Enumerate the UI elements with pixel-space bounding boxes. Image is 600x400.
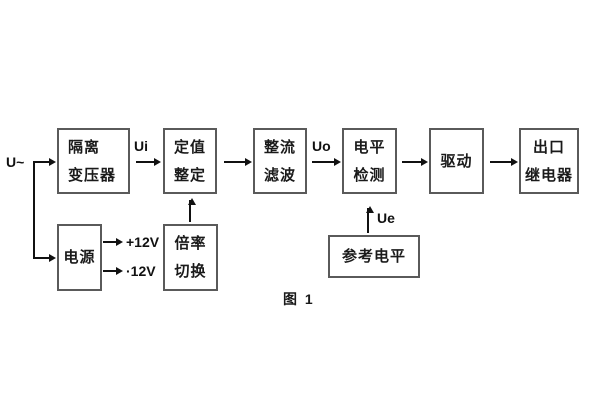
- arrow-reference-to-level: [366, 206, 374, 233]
- arrow-input-to-isolation: [33, 158, 56, 166]
- block-label: 定值: [173, 138, 206, 156]
- block-label: 电源: [63, 249, 96, 266]
- block-label: 检测: [353, 166, 386, 184]
- block-level-detection: 电平 检测: [342, 128, 397, 194]
- block-value-setting: 定值 整定: [163, 128, 217, 194]
- block-power-supply: 电源: [57, 224, 102, 291]
- block-ratio-switch: 倍率 切换: [163, 224, 218, 291]
- arrow-rectifier-to-level: [312, 158, 341, 166]
- uo-label: Uo: [312, 138, 331, 154]
- block-label: 整定: [173, 166, 206, 184]
- block-label: 出口: [532, 138, 565, 156]
- arrow-drive-to-relay: [490, 158, 518, 166]
- block-label: 倍率: [174, 235, 207, 252]
- block-label: 整流: [263, 138, 296, 156]
- arrow-input-to-power: [33, 254, 56, 262]
- block-rectifier-filter: 整流 滤波: [253, 128, 307, 194]
- block-label: 继电器: [524, 166, 573, 184]
- input-voltage-label: U~: [6, 154, 25, 170]
- arrow-setting-to-rectifier: [224, 158, 252, 166]
- block-output-relay: 出口 继电器: [519, 128, 579, 194]
- arrow-power-plus12: [103, 238, 123, 246]
- arrow-ratio-to-setting: [188, 198, 196, 222]
- block-label: 参考电平: [341, 248, 406, 265]
- block-label: 变压器: [68, 166, 117, 184]
- block-label: 电平: [353, 138, 386, 156]
- block-label: 滤波: [263, 166, 296, 184]
- block-label: 切换: [174, 263, 207, 280]
- block-drive: 驱动: [429, 128, 484, 194]
- ui-label: Ui: [134, 138, 148, 154]
- arrow-level-to-drive: [402, 158, 428, 166]
- figure-caption: 图 1: [283, 291, 315, 307]
- plus12v-label: +12V: [126, 234, 160, 250]
- arrow-power-minus12: [103, 267, 123, 275]
- block-label: 驱动: [440, 152, 473, 170]
- minus12v-label: ·12V: [126, 263, 156, 279]
- input-branch-line: [33, 161, 35, 258]
- block-label: 隔离: [68, 138, 101, 156]
- ue-label: Ue: [377, 210, 395, 226]
- arrow-isolation-to-setting: [136, 158, 161, 166]
- block-reference-level: 参考电平: [328, 235, 420, 278]
- block-isolation-transformer: 隔离 变压器: [57, 128, 130, 194]
